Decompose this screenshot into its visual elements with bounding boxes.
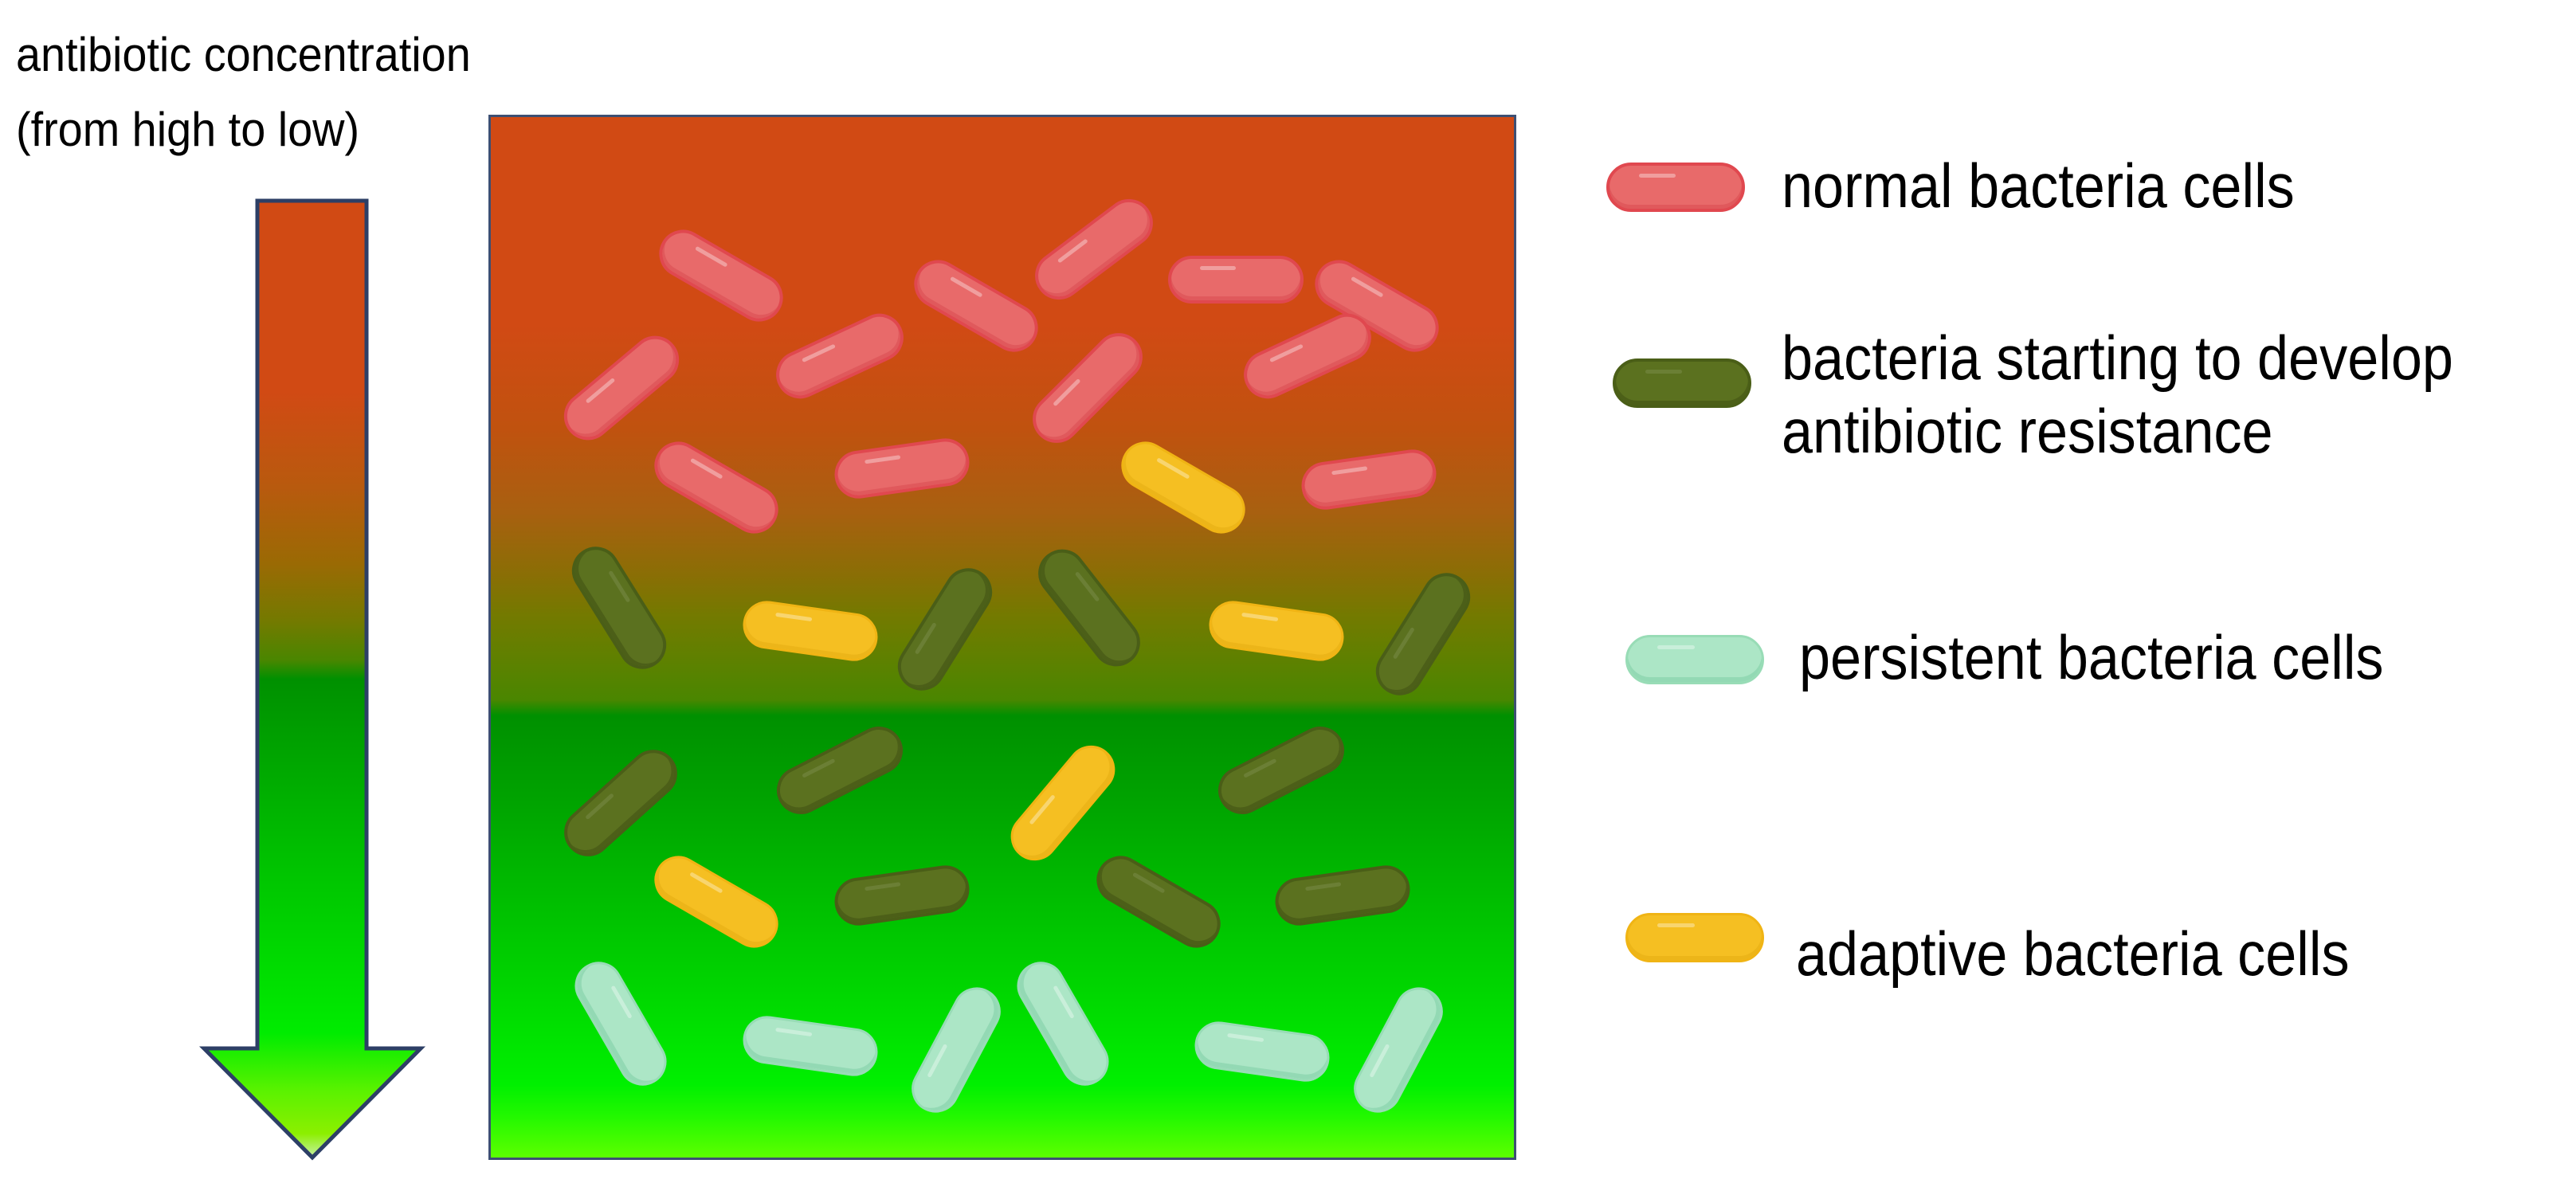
legend-label-adaptive: adaptive bacteria cells	[1796, 919, 2350, 989]
resistant-bacteria-icon	[1613, 358, 1751, 408]
adaptive-bacteria-icon	[1625, 913, 1764, 962]
axis-label-antibiotic-concentration: antibiotic concentration (from high to l…	[16, 18, 471, 167]
normal-bacterium	[1168, 256, 1304, 304]
axis-label-line-1: antibiotic concentration	[16, 28, 471, 81]
legend-label-resistant-line-1: bacteria starting to develop	[1782, 323, 2453, 393]
down-arrow-icon	[199, 198, 426, 1161]
normal-bacteria-icon	[1606, 163, 1745, 212]
legend-label-normal: normal bacteria cells	[1782, 151, 2295, 221]
axis-label-line-2: (from high to low)	[16, 103, 360, 156]
persistent-bacteria-icon	[1625, 635, 1764, 684]
legend-label-persistent: persistent bacteria cells	[1799, 622, 2384, 692]
legend-label-resistant-line-2: antibiotic resistance	[1782, 396, 2273, 466]
